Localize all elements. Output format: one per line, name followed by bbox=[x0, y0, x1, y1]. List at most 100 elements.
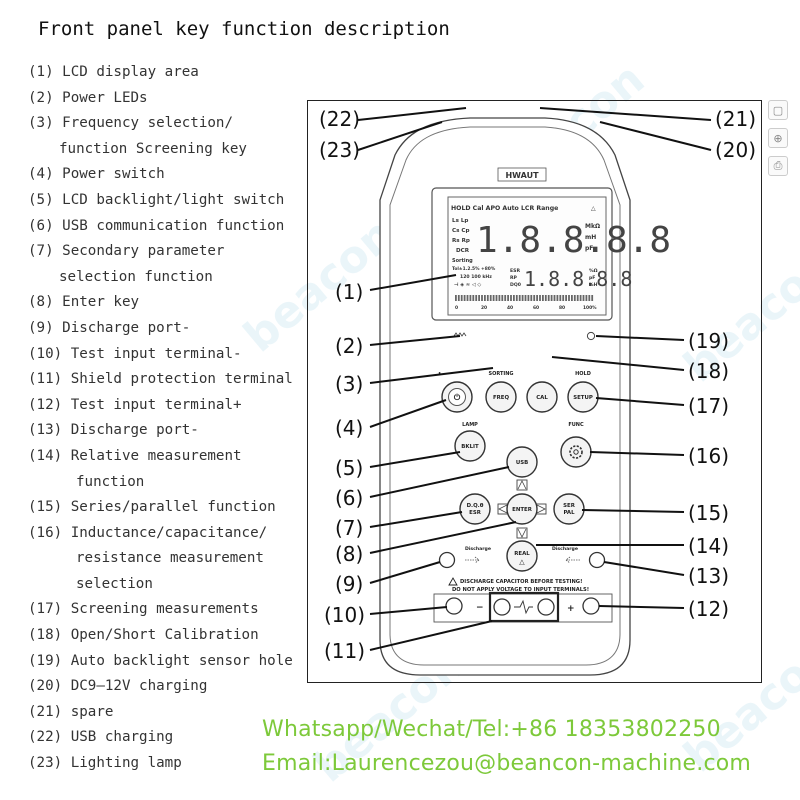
lcd-bar-segment bbox=[530, 295, 533, 301]
zoom-icon[interactable]: ⊕ bbox=[768, 128, 788, 148]
lcd-scale-label: 100% bbox=[583, 305, 597, 311]
minus-sign: − bbox=[476, 603, 484, 613]
callout-19: (19) bbox=[688, 329, 729, 353]
test-input-plus-terminal bbox=[582, 597, 600, 615]
page-title: Front panel key function description bbox=[38, 18, 450, 40]
usb-button-label: USB bbox=[516, 460, 528, 466]
lcd-bar-segment bbox=[550, 295, 553, 301]
lcd-mode: Rs Rp bbox=[452, 238, 470, 244]
down-arrow-key[interactable] bbox=[516, 527, 528, 539]
callout-4: (4) bbox=[335, 416, 363, 440]
viewer-toolbar: ▢ ⊕ ⎙ bbox=[768, 100, 790, 184]
callout-10: (10) bbox=[324, 603, 365, 627]
delta-icon: △ bbox=[519, 558, 525, 566]
discharge-label-left: Discharge bbox=[465, 546, 491, 552]
legend-item: function Screening key bbox=[59, 140, 247, 157]
discharge-port-right bbox=[588, 551, 606, 569]
enter-button-label: ENTER bbox=[512, 507, 533, 513]
callout-18: (18) bbox=[688, 359, 729, 383]
legend-item: (4) Power switch bbox=[28, 166, 165, 183]
legend-item: (17) Screening measurements bbox=[28, 601, 259, 618]
callout-9: (9) bbox=[335, 572, 363, 596]
lcd-bar-segment bbox=[472, 295, 475, 301]
lcd-unit: pF bbox=[585, 245, 593, 252]
legend-item: selection bbox=[76, 575, 153, 592]
legend-item: (10) Test input terminal- bbox=[28, 345, 242, 362]
lcd-sub-unit: %Ω bbox=[589, 268, 598, 274]
callout-17: (17) bbox=[688, 394, 729, 418]
lcd-bar-segment bbox=[571, 295, 573, 301]
key-label-hold: HOLD bbox=[575, 371, 591, 377]
lcd-bar-segment bbox=[533, 295, 536, 301]
test-input-minus-terminal bbox=[445, 597, 463, 615]
lcd-sub-param: DQ0 bbox=[510, 282, 521, 288]
lcd-scale-label: 0 bbox=[455, 305, 458, 311]
bklit-button-label: BKLIT bbox=[461, 444, 479, 450]
lcd-bar-segment bbox=[457, 295, 460, 301]
contact-phone: Whatsapp/Wechat/Tel:+86 18353802250 bbox=[262, 717, 721, 742]
bklit-button[interactable] bbox=[454, 430, 486, 462]
lcd-scale-labels: 0 20 40 60 80 100% bbox=[455, 305, 597, 311]
real-button[interactable] bbox=[506, 540, 538, 572]
lcd-bar-segment bbox=[486, 295, 489, 301]
lcd-bar-segment bbox=[478, 295, 480, 301]
lcd-bar-segment bbox=[542, 295, 544, 301]
lcd-bar-segment bbox=[489, 295, 492, 301]
lcd-bar-segment bbox=[498, 295, 501, 301]
up-arrow-key[interactable] bbox=[516, 479, 528, 491]
lcd-scale-label: 40 bbox=[507, 305, 513, 311]
lcd-bar-segment bbox=[455, 295, 457, 301]
left-arrow-icon bbox=[498, 504, 508, 514]
lcd-bar-segment bbox=[466, 295, 469, 301]
legend-item: resistance measurement bbox=[76, 550, 264, 567]
lcd-bar-segment bbox=[582, 295, 585, 301]
legend-item: selection function bbox=[59, 268, 213, 285]
warning-line-1: DISCHARGE CAPACITOR BEFORE TESTING! bbox=[460, 579, 582, 585]
callout-6: (6) bbox=[335, 486, 363, 510]
lcd-bar-segment bbox=[536, 295, 538, 301]
freq-button-label: FREQ bbox=[493, 395, 510, 401]
lcd-bar-segment bbox=[521, 295, 524, 301]
lcd-mode: Cs Cp bbox=[452, 228, 470, 234]
legend-item: (3) Frequency selection/ bbox=[28, 115, 233, 132]
legend-item: (14) Relative measurement bbox=[28, 447, 242, 464]
lcd-sub-param: ESR bbox=[510, 268, 520, 274]
lcd-bar-segment bbox=[507, 295, 509, 301]
lcd-bar-segment bbox=[460, 295, 463, 301]
lcd-bar-segment bbox=[556, 295, 559, 301]
func-button[interactable] bbox=[560, 436, 592, 468]
down-arrow-icon bbox=[517, 528, 527, 538]
lcd-scale-label: 80 bbox=[559, 305, 565, 311]
crop-icon[interactable]: ▢ bbox=[768, 100, 788, 120]
legend-item: (23) Lighting lamp bbox=[28, 755, 182, 772]
lcd-bar-segment bbox=[484, 295, 486, 301]
lcd-sub-param: RP bbox=[510, 275, 518, 281]
callout-16: (16) bbox=[688, 444, 729, 468]
backlight-sensor-hole bbox=[586, 331, 596, 341]
dqo-esr-button[interactable] bbox=[459, 493, 491, 525]
enter-button[interactable] bbox=[506, 493, 538, 525]
callout-22: (22) bbox=[319, 107, 360, 131]
print-icon[interactable]: ⎙ bbox=[768, 156, 788, 176]
lcd-bar-segment bbox=[588, 295, 591, 301]
cal-button[interactable] bbox=[526, 381, 558, 413]
callout-21: (21) bbox=[715, 107, 756, 131]
lcd-bar-segment bbox=[504, 295, 507, 301]
ser-pal-button[interactable] bbox=[553, 493, 585, 525]
lcd-bar-segment bbox=[501, 295, 504, 301]
power-led-icon bbox=[453, 332, 467, 337]
contact-email: Email:Laurencezou@beancon-machine.com bbox=[262, 751, 752, 776]
legend-item: (13) Discharge port- bbox=[28, 422, 199, 439]
lcd-tolerance: Tol±1.2.5% +80% bbox=[452, 266, 496, 272]
legend-item: (22) USB charging bbox=[28, 729, 174, 746]
warning-line-2: DO NOT APPLY VOLTAGE TO INPUT TERMINALS! bbox=[452, 587, 589, 593]
usb-button[interactable] bbox=[506, 446, 538, 478]
power-icon bbox=[448, 388, 466, 406]
freq-button[interactable] bbox=[485, 381, 517, 413]
setup-button[interactable] bbox=[567, 381, 599, 413]
lcd-bar-segment bbox=[576, 295, 579, 301]
setup-button-label: SETUP bbox=[573, 395, 593, 401]
lcd-unit: mH bbox=[585, 234, 596, 241]
legend-item: (12) Test input terminal+ bbox=[28, 396, 242, 413]
lcd-bar-segment bbox=[510, 295, 512, 301]
